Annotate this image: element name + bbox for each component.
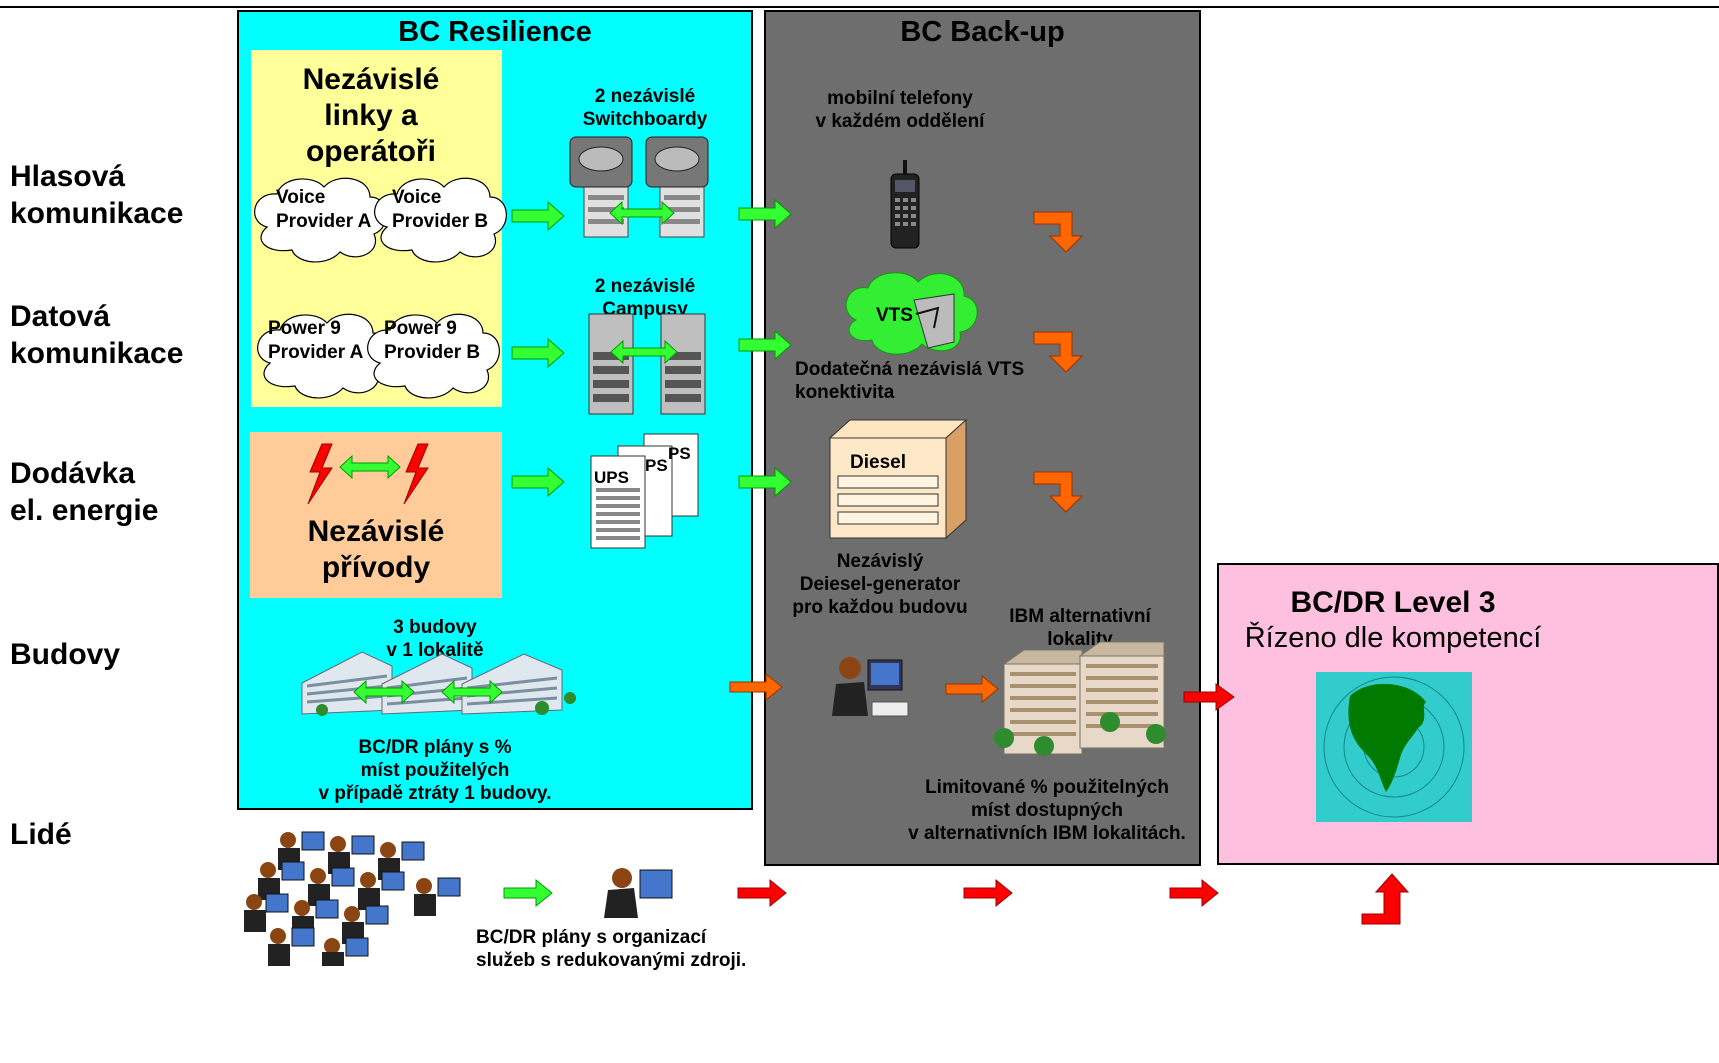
arrow-right-icon (738, 329, 792, 361)
double-arrow-icon (339, 454, 401, 480)
person-computer-icon (322, 937, 369, 966)
backup-title: BC Back-up (900, 16, 1065, 48)
double-arrow-icon (353, 679, 415, 705)
arrow-right-icon (511, 337, 565, 369)
backup-orange-bent-arrows (1033, 211, 1084, 513)
ibm-alt-buildings-graphic (994, 641, 1166, 756)
voice-provider-b: Voice Provider B (392, 187, 489, 232)
red-arrow-icon (737, 878, 787, 908)
level3-title: BC/DR Level 3 (1290, 586, 1496, 619)
row-label-voice: Hlasová komunikace (10, 160, 184, 230)
person-computer-icon (604, 868, 673, 918)
row-label-buildings: Budovy (10, 638, 121, 671)
person-computer-icon (414, 877, 461, 916)
server-tower-icon (660, 313, 706, 415)
red-arrow-icon (1183, 683, 1235, 711)
double-arrow-icon (609, 200, 675, 226)
resilience-title: BC Resilience (398, 16, 592, 48)
people-crowd-graphic (244, 831, 461, 966)
feeds-title: Nezávislé přívody (307, 515, 445, 584)
data-clouds (257, 313, 500, 399)
ups-unit-icon (590, 455, 646, 549)
bent-arrow-icon (1033, 331, 1084, 373)
server-phone-icon (569, 136, 633, 238)
lightning-icon (307, 443, 333, 505)
mobiles-label: mobilní telefony v každém oddělení (815, 88, 985, 132)
feeds-box (250, 432, 502, 598)
switchboards-label: 2 nezávislé Switchboardy (582, 86, 708, 130)
diesel-label: Diesel (850, 452, 906, 473)
server-tower-icon (588, 313, 634, 415)
campuses-graphic (588, 313, 706, 415)
person-computer-icon (308, 867, 355, 906)
top-rule (0, 6, 1719, 8)
arrow-right-icon (511, 466, 565, 498)
ups-graphic (590, 433, 699, 549)
buildings-graphic (301, 651, 576, 716)
ups-label-back: PS (668, 444, 691, 463)
campuses-label: 2 nezávislé Campusy (594, 276, 696, 320)
limited-capacity-label: Limitované % použitelných míst dostupnýc… (908, 777, 1186, 844)
person-computer-icon (832, 657, 909, 717)
arrow-right-icon (511, 200, 565, 232)
red-arrow-icon (1169, 878, 1219, 908)
green-arrow-icon (503, 878, 553, 908)
row-label-power: Dodávka el. energie (10, 457, 159, 527)
diesel-caption: Nezávislý Deiesel-generator pro každou b… (792, 551, 968, 618)
bent-arrow-icon (1033, 211, 1084, 253)
person-computer-icon (268, 927, 315, 966)
tree-icon (994, 712, 1166, 756)
bent-arrow-icon (1033, 471, 1084, 513)
globe-icon (1316, 672, 1472, 822)
person-computer-icon (358, 871, 405, 910)
orange-arrow-icon (729, 672, 783, 702)
satellite-dish-icon (913, 293, 955, 349)
level3-subtitle: Řízeno dle kompetencí (1244, 622, 1542, 654)
tree-icon (316, 692, 576, 716)
office-building-icon (301, 651, 393, 715)
red-arrow-icon (963, 878, 1013, 908)
ups-label-mid: PS (645, 456, 668, 475)
backup-green-arrows (738, 198, 792, 498)
switchboards-graphic (569, 136, 709, 238)
power9-provider-b: Power 9 Provider B (384, 318, 481, 363)
voice-clouds (254, 177, 507, 263)
row-label-people: Lidé (10, 818, 72, 851)
office-building-icon (381, 653, 473, 715)
orange-arrow-icon (945, 674, 999, 704)
red-arrows-row (737, 873, 1410, 925)
feeds-graphics (307, 443, 429, 505)
buildings-label: 3 budovy v 1 lokalitě (386, 617, 484, 661)
row-label-data: Datová komunikace (10, 300, 184, 370)
ups-label-front: UPS (594, 468, 629, 487)
diesel-generator-icon (828, 418, 968, 540)
resilience-green-arrows (511, 200, 565, 498)
double-arrow-icon (441, 679, 503, 705)
cloud-icon (367, 313, 500, 399)
lines-title: Nezávislé linky a operátoři (302, 63, 440, 168)
vts-connectivity-label: Dodatečná nezávislá VTS konektivita (795, 359, 1025, 403)
voice-provider-a: Voice Provider A (276, 187, 372, 232)
office-building-icon (1078, 641, 1165, 749)
office-building-icon (461, 653, 563, 715)
double-arrow-icon (610, 339, 678, 365)
vts-cloud-graphic (845, 272, 978, 355)
arrow-right-icon (738, 198, 792, 230)
cloud-icon (374, 177, 507, 263)
mobile-phone-icon (890, 160, 920, 249)
vts-label: VTS (876, 305, 913, 326)
power9-provider-a: Power 9 Provider A (268, 318, 364, 363)
server-phone-icon (645, 136, 709, 238)
buildings-plans: BC/DR plány s % míst použitelých v přípa… (318, 737, 552, 804)
arrow-right-icon (738, 466, 792, 498)
people-plans: BC/DR plány s organizací služeb s reduko… (476, 927, 747, 971)
lightning-icon (403, 443, 429, 505)
person-computer-icon (244, 893, 289, 932)
bent-arrow-up-icon (1361, 873, 1410, 925)
